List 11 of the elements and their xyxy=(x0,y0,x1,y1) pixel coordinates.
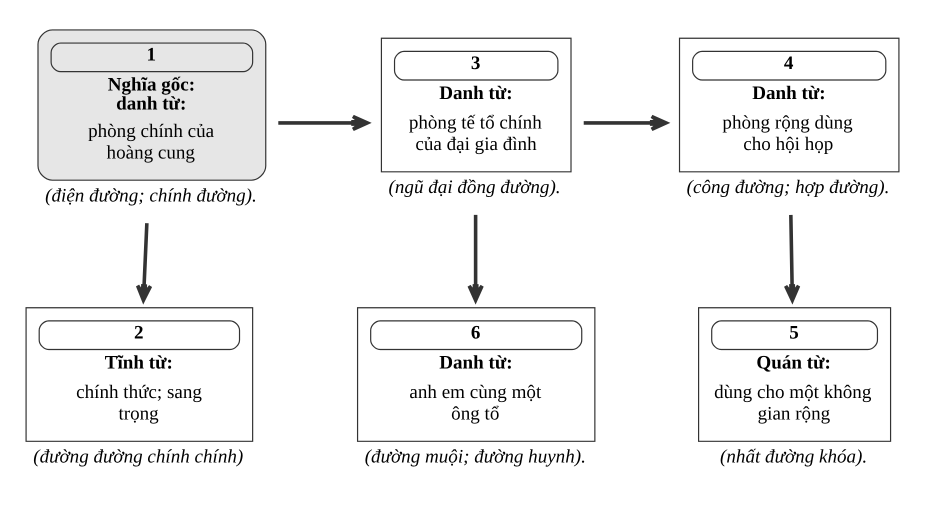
node-label: (đường đường chính chính) xyxy=(33,446,244,468)
node-label: (nhất đường khóa). xyxy=(720,446,868,468)
arrow xyxy=(136,223,152,302)
node-label: (ngũ đại đồng đường). xyxy=(388,177,561,198)
node-label: (công đường; hợp đường). xyxy=(686,177,890,198)
arrow xyxy=(584,114,668,132)
node-label: (điện đường; chính đường). xyxy=(45,185,257,206)
arrow xyxy=(784,214,800,302)
arrow xyxy=(278,114,370,132)
node-label: (đường muội; đường huynh). xyxy=(364,446,586,468)
arrow xyxy=(467,214,484,302)
